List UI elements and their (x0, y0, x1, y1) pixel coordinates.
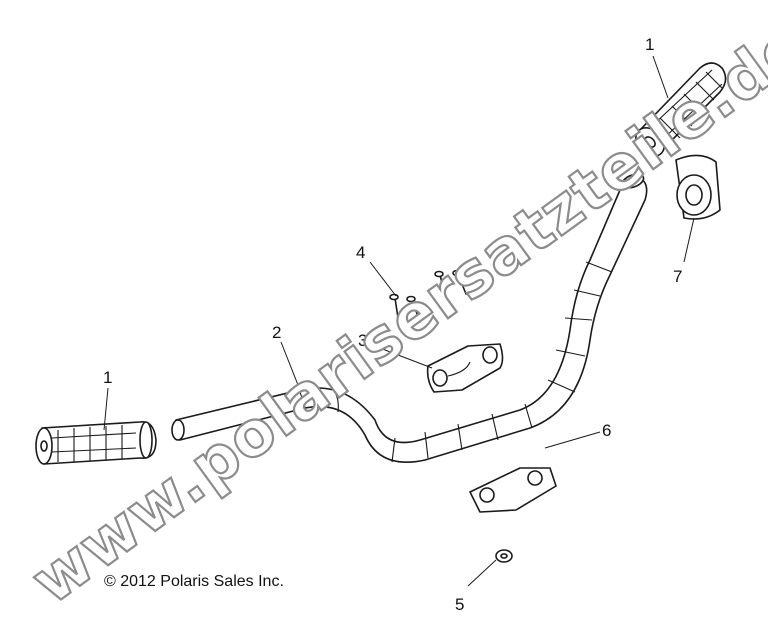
callout-label: 1 (645, 35, 654, 54)
callout-labels: 1 1 2 3 4 5 6 7 (103, 35, 682, 614)
callout-label: 6 (602, 421, 611, 440)
callout-label: 1 (103, 368, 112, 387)
bolts (389, 269, 467, 323)
callout-label: 2 (272, 323, 281, 342)
callout-label: 7 (673, 267, 682, 286)
left-grip (35, 421, 157, 465)
nut (495, 549, 513, 563)
copyright-notice: © 2012 Polaris Sales Inc. (104, 573, 284, 590)
callout-label: 4 (356, 243, 365, 262)
upper-clamp (426, 343, 504, 393)
handlebar (171, 173, 648, 464)
end-cap (675, 154, 721, 220)
watermark-text: www.polarisersatzteile.de (18, 7, 768, 618)
lower-clamp (469, 467, 557, 513)
callout-label: 3 (358, 331, 367, 350)
right-grip (635, 62, 727, 157)
leader-lines (103, 55, 695, 587)
callout-label: 5 (455, 595, 464, 614)
